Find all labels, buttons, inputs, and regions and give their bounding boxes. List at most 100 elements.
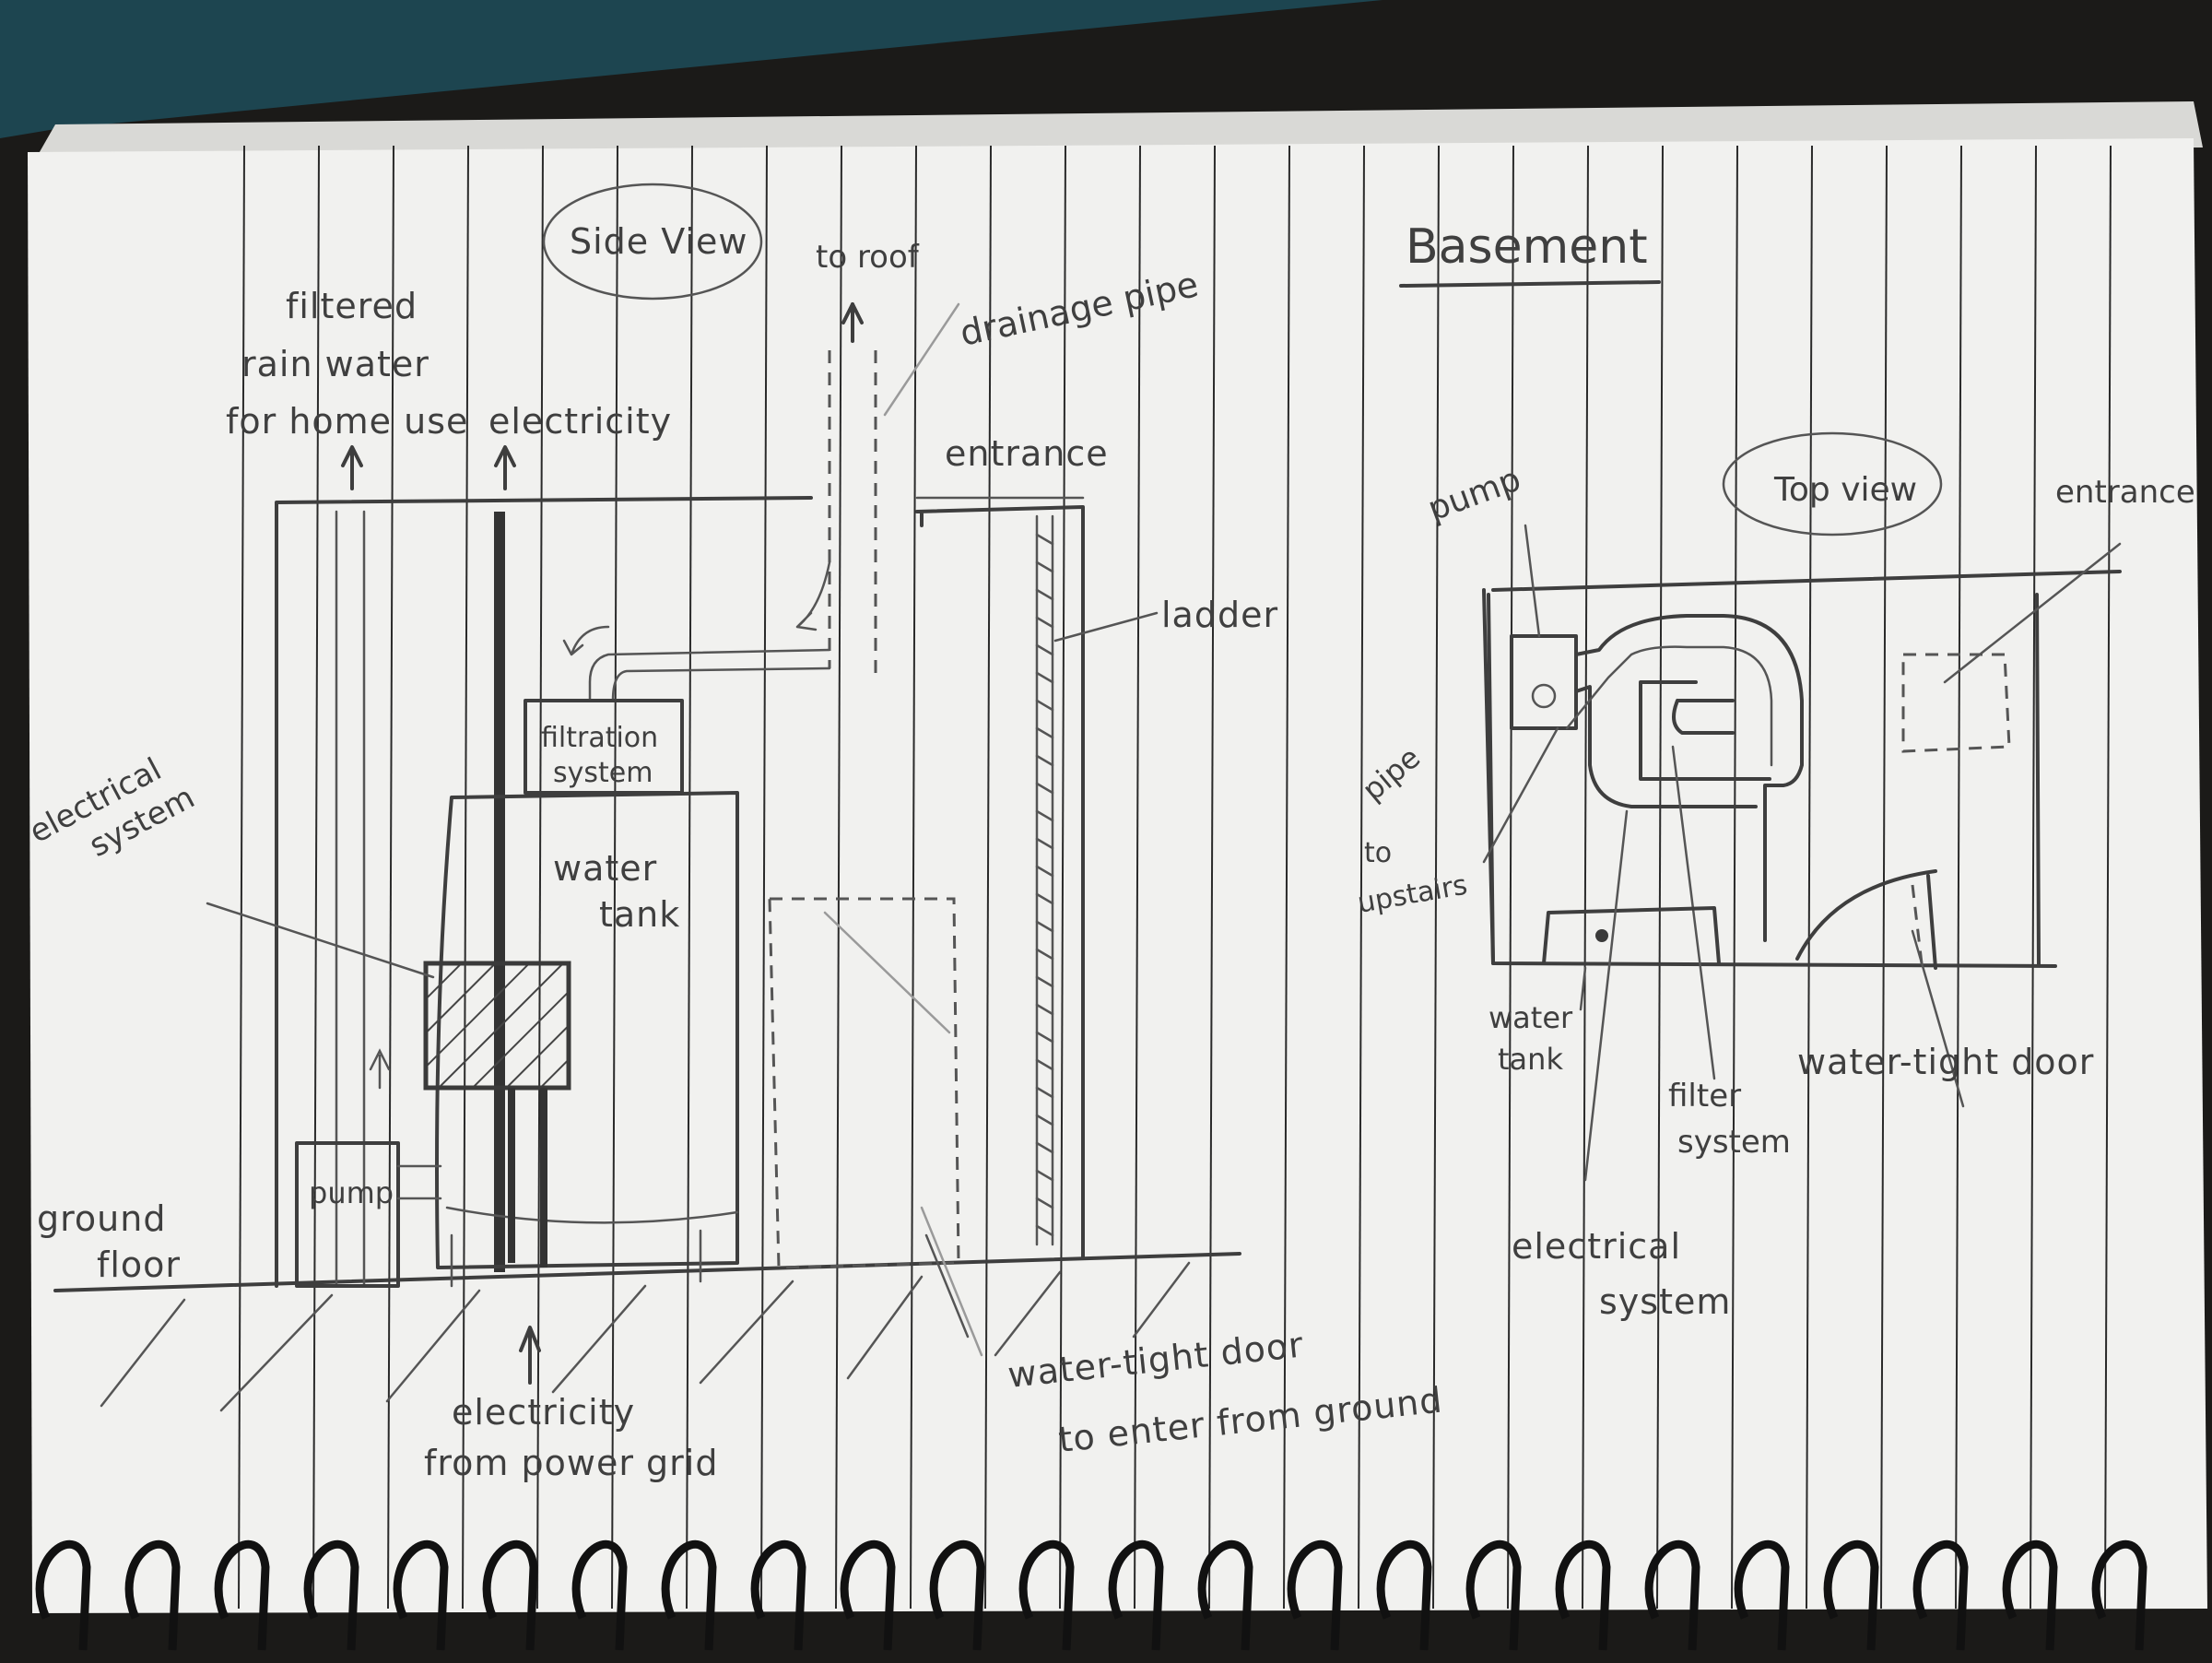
filtration-label-line1: filtration — [541, 722, 658, 754]
filter-flow-arrow-icon — [562, 625, 610, 656]
filter-system-label-line2: system — [1677, 1124, 1791, 1161]
filter-system-top — [1639, 680, 1771, 781]
ladder-label: ladder — [1161, 595, 1278, 635]
rule-line — [462, 145, 469, 1610]
grid-label-line2: from power grid — [424, 1443, 718, 1483]
top-pipe-loop — [1574, 614, 1804, 942]
spiral-ring — [2091, 1539, 2147, 1651]
spiral-ring — [840, 1539, 896, 1651]
house-wall — [275, 496, 813, 1288]
ladder-leader — [1053, 611, 1159, 643]
spiral-ring — [1644, 1539, 1700, 1651]
electrical-system-leader — [206, 902, 435, 979]
pipe-upstairs-leader — [1482, 726, 1559, 864]
spiral-ring — [393, 1539, 449, 1651]
basement-left-wall — [1482, 588, 1495, 965]
spiral-ring — [482, 1539, 538, 1651]
spiral-ring — [303, 1539, 359, 1651]
watertight-door-top — [1795, 869, 1937, 970]
pump-outlet-pipe — [396, 1164, 442, 1200]
water-tank-label-line2: tank — [599, 894, 680, 935]
ground-line — [53, 1252, 1241, 1292]
electrical-system-top-label-line1: electrical — [1512, 1226, 1681, 1267]
spiral-ring — [1287, 1539, 1343, 1651]
rule-line — [1507, 145, 1514, 1610]
top-view-title: Top view — [1773, 471, 1917, 509]
entrance-label: entrance — [945, 433, 1109, 474]
rule-line — [312, 145, 320, 1610]
rule-line — [238, 145, 245, 1610]
to-roof-arrow-icon — [841, 302, 864, 324]
water-tank-top — [1542, 906, 1721, 965]
pump-dial-icon — [1531, 683, 1557, 709]
watertight-door-top-label: water-tight door — [1797, 1042, 2094, 1082]
ground-floor-label-line2: floor — [97, 1244, 181, 1285]
paper-page — [28, 138, 2207, 1613]
tank-legs — [450, 1229, 702, 1288]
home-water-pipe — [335, 510, 366, 1288]
rule-line — [1358, 145, 1365, 1610]
spiral-ring — [1465, 1539, 1522, 1651]
entrance-top — [1901, 653, 2011, 753]
filtration-label-line2: system — [553, 757, 653, 789]
spiral-ring — [124, 1539, 181, 1651]
drainage-pipe — [828, 350, 877, 682]
rule-line — [984, 145, 992, 1610]
ruled-lines — [238, 145, 2112, 1610]
basement-top-view-diagram: Basement Top view pump entranc — [1355, 219, 2194, 1322]
pump-box-top — [1510, 634, 1578, 730]
pump-box — [295, 1141, 400, 1288]
water-tank-label-line1: water — [553, 848, 657, 889]
spiral-ring — [1734, 1539, 1790, 1651]
watertight-door-leader — [924, 1233, 970, 1339]
rule-line — [1059, 145, 1066, 1610]
rule-line — [835, 145, 842, 1610]
entrance-top-leader — [1943, 542, 2122, 684]
rule-line — [2104, 145, 2112, 1610]
water-tank-top-label-line1: water — [1488, 1000, 1573, 1035]
ground-floor-label-line1: ground — [37, 1198, 166, 1239]
electrical-system-top-label-line2: system — [1599, 1281, 1731, 1322]
spiral-ring — [750, 1539, 806, 1651]
spiral-ring — [1108, 1539, 1164, 1651]
rule-line — [1432, 145, 1440, 1610]
watertight-door-top-leader — [1911, 929, 1965, 1108]
pump-up-arrow-icon — [369, 1048, 391, 1090]
rule-line — [1656, 145, 1664, 1610]
rule-line — [910, 145, 917, 1610]
notebook-cover — [0, 0, 1382, 138]
basement-title: Basement — [1406, 219, 1648, 275]
rule-line — [387, 145, 394, 1610]
electricity-label: electricity — [488, 401, 672, 442]
grid-up-arrow-icon — [519, 1326, 541, 1385]
spiral-binding — [35, 1539, 2147, 1651]
filtration-system-box — [524, 699, 684, 795]
spiral-ring — [1376, 1539, 1432, 1651]
watertight-door — [768, 897, 960, 1269]
spiral-ring — [214, 1539, 270, 1651]
rule-line — [611, 145, 618, 1610]
top-pipe-inner — [1565, 645, 1773, 767]
rule-line — [1955, 145, 1962, 1610]
rule-line — [2030, 145, 2037, 1610]
rule-line — [1806, 145, 1813, 1610]
spiral-ring — [1018, 1539, 1075, 1651]
electrical-system-box — [423, 961, 571, 1091]
electrical-feed-lines — [508, 1088, 547, 1268]
rule-line — [1283, 145, 1290, 1610]
rule-line — [686, 145, 693, 1610]
ladder-rungs — [1035, 533, 1054, 1237]
filtered-water-label-line2: rain water — [241, 344, 429, 384]
drainage-flow-arrow-icon — [795, 560, 831, 631]
electrical-system-top-leader — [1583, 809, 1629, 1182]
rule-line — [1582, 145, 1589, 1610]
spiral-ring — [1555, 1539, 1611, 1651]
to-roof-label: to roof — [816, 239, 920, 276]
spiral-ring — [661, 1539, 717, 1651]
spiral-ring — [2002, 1539, 2058, 1651]
spiral-ring — [1912, 1539, 1969, 1651]
spiral-ring — [1197, 1539, 1253, 1651]
filter-system-label-line1: filter — [1668, 1078, 1741, 1115]
filter-inner-pipe — [1672, 699, 1735, 735]
